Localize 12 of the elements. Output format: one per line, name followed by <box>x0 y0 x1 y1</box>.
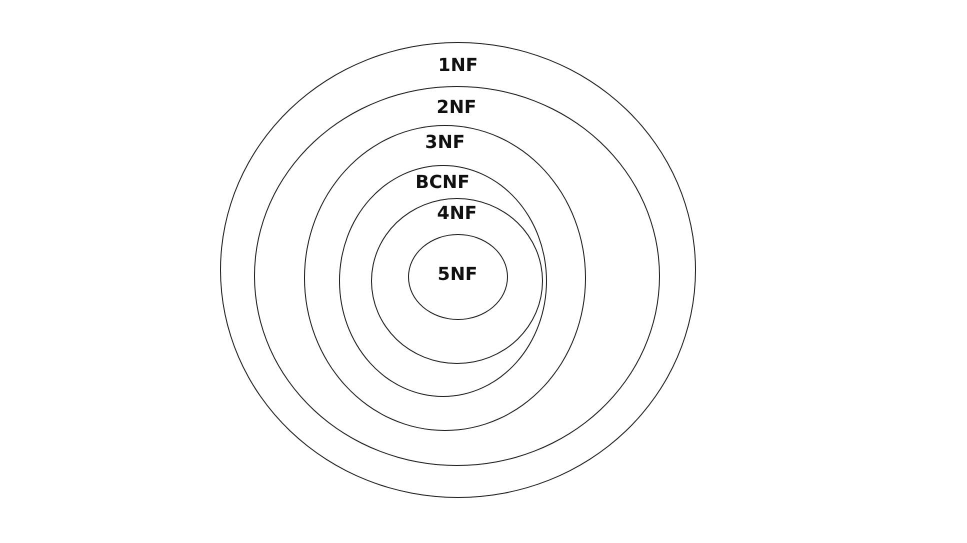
ellipse <box>408 234 508 320</box>
ellipse <box>338 164 546 396</box>
ellipse <box>254 86 660 466</box>
level-label: 4NF <box>437 203 477 225</box>
ellipse <box>304 125 586 431</box>
level-label: 2NF <box>436 96 476 118</box>
ellipse <box>371 198 543 364</box>
ellipse <box>220 42 696 498</box>
level-label: 3NF <box>425 132 465 154</box>
level-label: 1NF <box>438 55 478 77</box>
level-label: 5NF <box>438 264 478 286</box>
level-label: BCNF <box>415 172 470 194</box>
